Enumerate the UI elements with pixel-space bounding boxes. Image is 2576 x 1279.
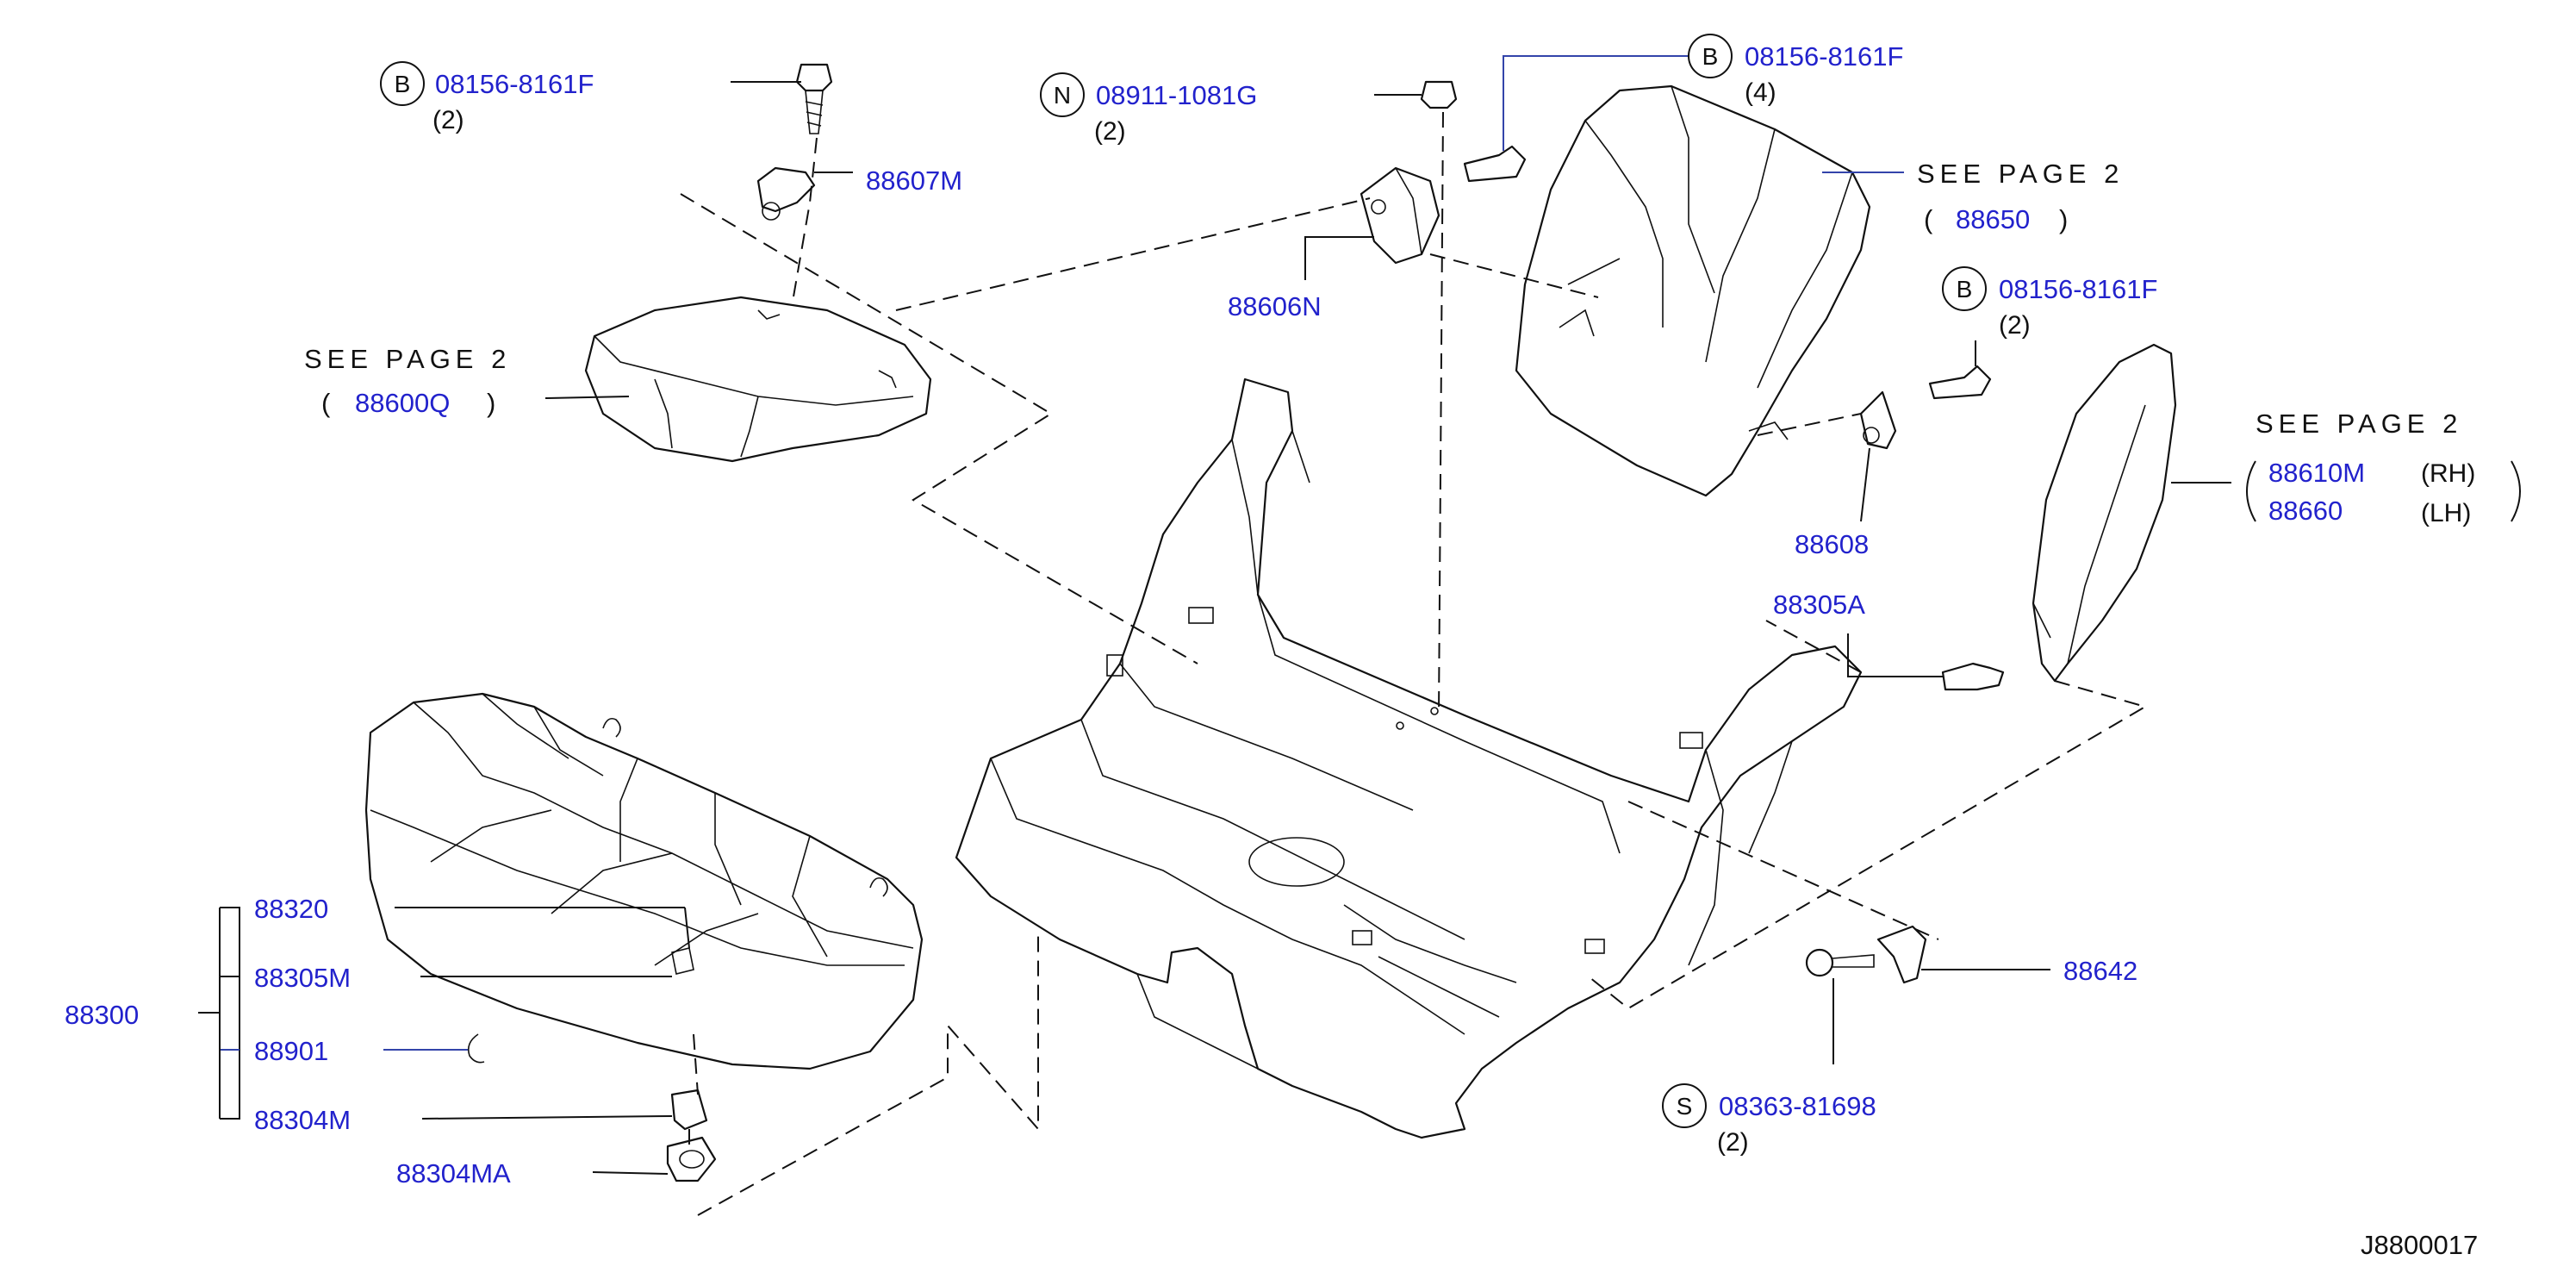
- seat-cushion-88600q-drawing: [584, 296, 932, 463]
- assembly-child-part: 88901: [254, 1036, 328, 1066]
- side-backrest-drawing: [2032, 343, 2177, 683]
- bolt-part-number: 08156-8161F: [1999, 274, 2157, 304]
- side-lh-part-number: 88660: [2268, 496, 2343, 526]
- side-lh-label: (LH): [2421, 499, 2471, 527]
- ref-open-paren: (: [321, 388, 331, 418]
- bolt-part-number: 08156-8161F: [1745, 41, 1903, 72]
- screw-part-number: 08363-81698: [1719, 1091, 1876, 1121]
- screw-s-label: S 08363-81698 (2): [1662, 1083, 1876, 1157]
- hinge-88606n-label: 88606N: [1228, 291, 1322, 321]
- nut-n-symbol: N: [1054, 82, 1071, 109]
- assembly-dashed-lines: [680, 111, 2148, 1216]
- see-page-text: SEE PAGE 2: [2256, 409, 2462, 439]
- hook-88642-label: 88642: [2063, 956, 2137, 986]
- bolt-b-symbol-circle: [1688, 34, 1733, 78]
- bolt-quantity: (2): [432, 106, 464, 134]
- diagram-code: J8800017: [2361, 1230, 2478, 1260]
- nut-n-label: N 08911-1081G (2): [1040, 72, 1257, 146]
- ref-close-paren: ): [487, 388, 495, 418]
- seat-back-reference: SEE PAGE 2 ( 88650 ): [1917, 159, 2124, 234]
- screw-quantity: (2): [1717, 1128, 1749, 1157]
- bolt-b-symbol: B: [1702, 43, 1719, 70]
- seat-cushion-part-number: 88600Q: [355, 388, 450, 418]
- seat-cushion-assembly-drawing: [364, 692, 924, 1070]
- see-page-text: SEE PAGE 2: [1917, 159, 2124, 189]
- assembly-child-part: 88305M: [254, 963, 351, 993]
- bolt-b-label-right: B 08156-8161F (2): [1942, 266, 2157, 340]
- assembly-parent-part: 88300: [65, 1000, 139, 1030]
- bolt-part-number: 08156-8161F: [435, 69, 594, 99]
- screw-s-symbol: S: [1677, 1093, 1693, 1120]
- leader-lines: [198, 55, 2521, 1175]
- bolt-b-symbol: B: [1957, 276, 1973, 303]
- hinge-88607m-label: 88607M: [866, 165, 962, 196]
- bolt-b-symbol: B: [395, 71, 411, 97]
- bolt-b-symbol-circle: [380, 61, 425, 106]
- nut-n-symbol-circle: [1040, 72, 1085, 117]
- side-rh-label: (RH): [2421, 459, 2475, 488]
- bracket-88608-label: 88608: [1795, 529, 1869, 559]
- assembly-child-part: 88304M: [254, 1105, 351, 1135]
- side-backrest-reference: SEE PAGE 2 88610M (RH) 88660 (LH): [2256, 409, 2475, 527]
- bolt-quantity: (2): [1999, 311, 2031, 340]
- ref-close-paren: ): [2059, 204, 2068, 234]
- seat-back-88650-drawing: [1515, 84, 1871, 497]
- see-page-text: SEE PAGE 2: [304, 344, 511, 374]
- bolt-b-label-top-left: B 08156-8161F (2): [380, 61, 594, 134]
- clip-88304ma-label: 88304MA: [396, 1158, 511, 1189]
- hardware-drawings: [467, 63, 2005, 1182]
- seat-cushion-assembly-labels: 88300 88320 88305M 88901 88304M: [65, 894, 351, 1135]
- ref-open-paren: (: [1924, 204, 1933, 234]
- bolt-b-symbol-circle: [1942, 266, 1987, 311]
- side-rh-part-number: 88610M: [2268, 458, 2365, 488]
- screw-s-symbol-circle: [1662, 1083, 1707, 1128]
- nut-part-number: 08911-1081G: [1096, 80, 1257, 110]
- seat-cushion-reference: SEE PAGE 2 ( 88600Q ): [304, 344, 511, 418]
- bolt-b-label-top-right: B 08156-8161F (4): [1688, 34, 1903, 107]
- bolt-quantity: (4): [1745, 78, 1776, 107]
- seat-back-part-number: 88650: [1956, 204, 2030, 234]
- rear-floor-panel-drawing: [955, 377, 1863, 1139]
- bolt-88305a-label: 88305A: [1773, 590, 1865, 620]
- nut-quantity: (2): [1094, 117, 1126, 146]
- assembly-child-part: 88320: [254, 894, 328, 924]
